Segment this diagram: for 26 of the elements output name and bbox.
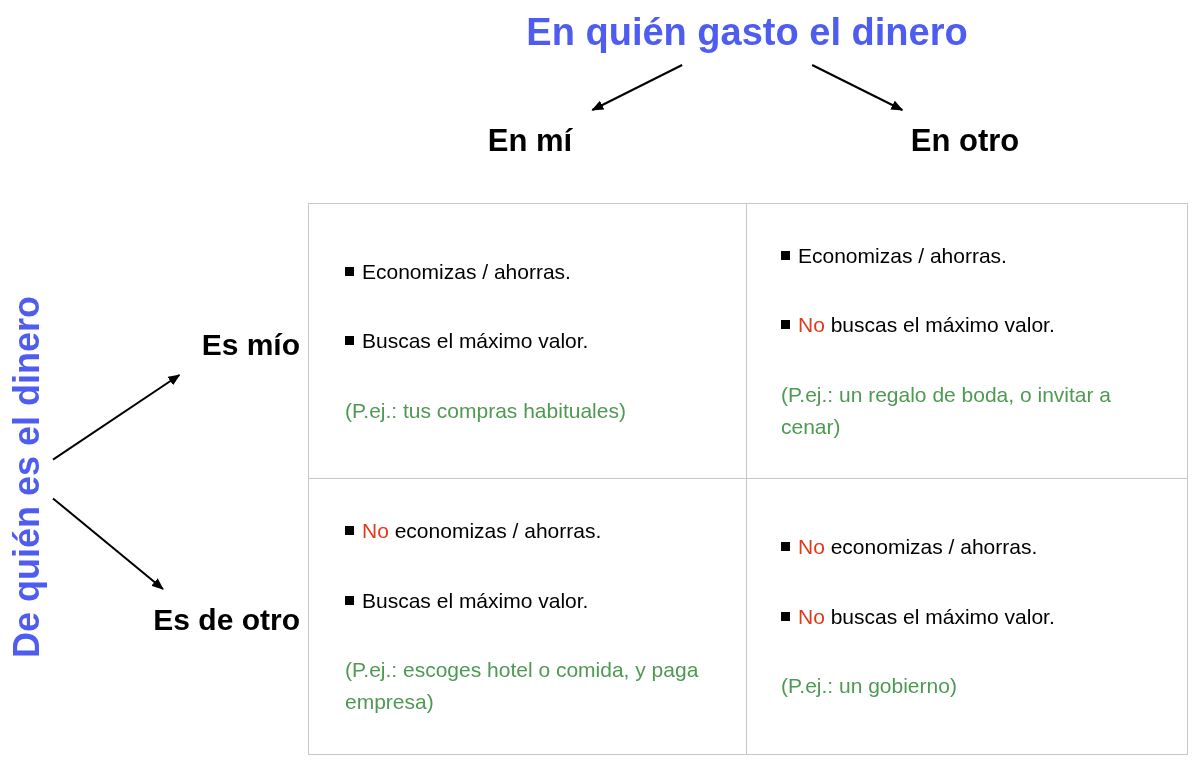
example-note: (P.ej.: escoges hotel o comida, y paga empresa) (345, 657, 700, 715)
arrow (52, 374, 181, 461)
axis-title: En quién gasto el dinero (487, 4, 1007, 61)
column-label: En otro (895, 118, 1035, 165)
cell-text: No buscas el máximo valor. (798, 603, 1055, 630)
cell-text: No buscas el máximo valor. (798, 312, 1055, 338)
cell-text: No economizas / ahorras. (362, 518, 602, 544)
arrow (591, 64, 684, 111)
table-cell (308, 203, 747, 479)
table-cell (746, 478, 1188, 755)
arrow (811, 64, 904, 111)
column-label: En mí (470, 118, 590, 165)
table-cell (746, 203, 1188, 479)
table-cell (308, 478, 747, 755)
example-note: (P.ej.: tus compras habituales) (345, 397, 627, 424)
cell-text: Economizas / ahorras. (362, 258, 571, 285)
cell-text: No economizas / ahorras. (798, 534, 1038, 560)
example-note: (P.ej.: un regalo de boda, o invitar a cenar) (781, 381, 1112, 440)
axis-title: De quién es el dinero (5, 257, 49, 697)
row-label: Es mío (150, 322, 300, 367)
cell-text: Economizas / ahorras. (798, 242, 1007, 269)
cell-text: Buscas el máximo valor. (362, 328, 589, 354)
cell-text: Buscas el máximo valor. (362, 587, 589, 614)
row-label: Es de otro (100, 597, 300, 642)
example-note: (P.ej.: un gobierno) (781, 673, 958, 699)
arrow (52, 497, 164, 590)
